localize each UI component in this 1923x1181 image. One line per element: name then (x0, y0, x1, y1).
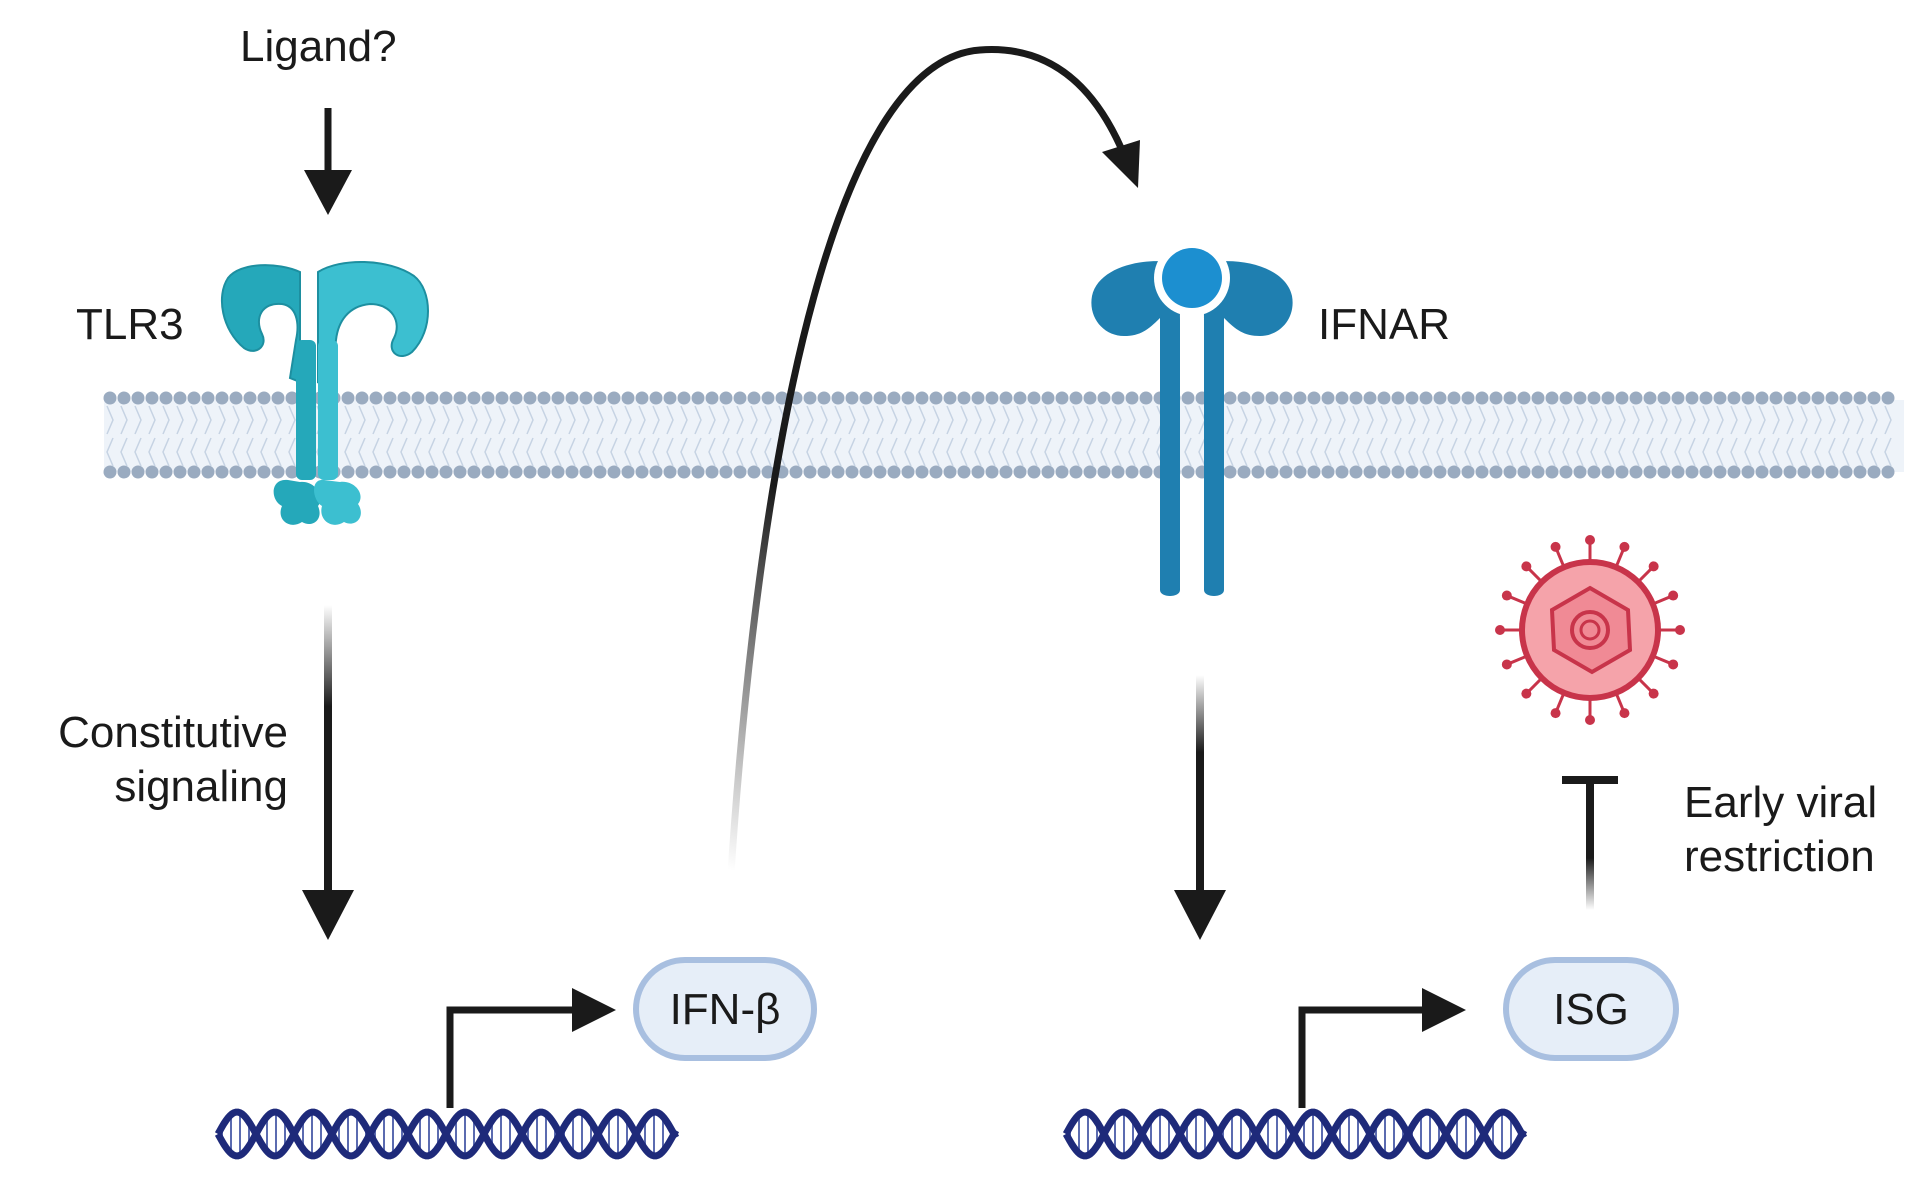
isg-label: ISG (1553, 985, 1629, 1034)
constitutive-signaling-label: Constitutive signaling (18, 706, 288, 813)
ligand-label: Ligand? (240, 22, 397, 71)
tlr3-label: TLR3 (76, 300, 184, 349)
ifn-beta-label: IFN-β (670, 985, 781, 1034)
ligand-arrow (304, 108, 352, 215)
isg-transcription-arrow (1298, 988, 1466, 1108)
tlr3-receptor-icon (221, 260, 429, 525)
dna-helix-right (1062, 1108, 1528, 1160)
cell-membrane (103, 391, 1904, 479)
dna-helix-left (214, 1108, 680, 1160)
ifn-beta-transcription-arrow (446, 988, 616, 1108)
ifnar-signaling-arrow (1174, 675, 1226, 940)
ifn-beta-pill: IFN-β (633, 957, 817, 1061)
isg-pill: ISG (1503, 957, 1679, 1061)
ifnar-label: IFNAR (1318, 300, 1450, 349)
early-line-1: Early viral (1684, 778, 1878, 827)
virus-icon (1495, 535, 1685, 725)
early-viral-restriction-label: Early viral restriction (1684, 776, 1877, 883)
constitutive-line-1: Constitutive (58, 708, 288, 757)
viral-restriction-inhibition (1562, 776, 1618, 910)
constitutive-line-2: signaling (114, 761, 288, 811)
ifn-beta-secretion-arrow (726, 46, 1140, 889)
constitutive-signaling-arrow (302, 605, 354, 940)
ifnar-receptor-icon (1091, 240, 1293, 596)
early-line-2: restriction (1684, 831, 1875, 881)
